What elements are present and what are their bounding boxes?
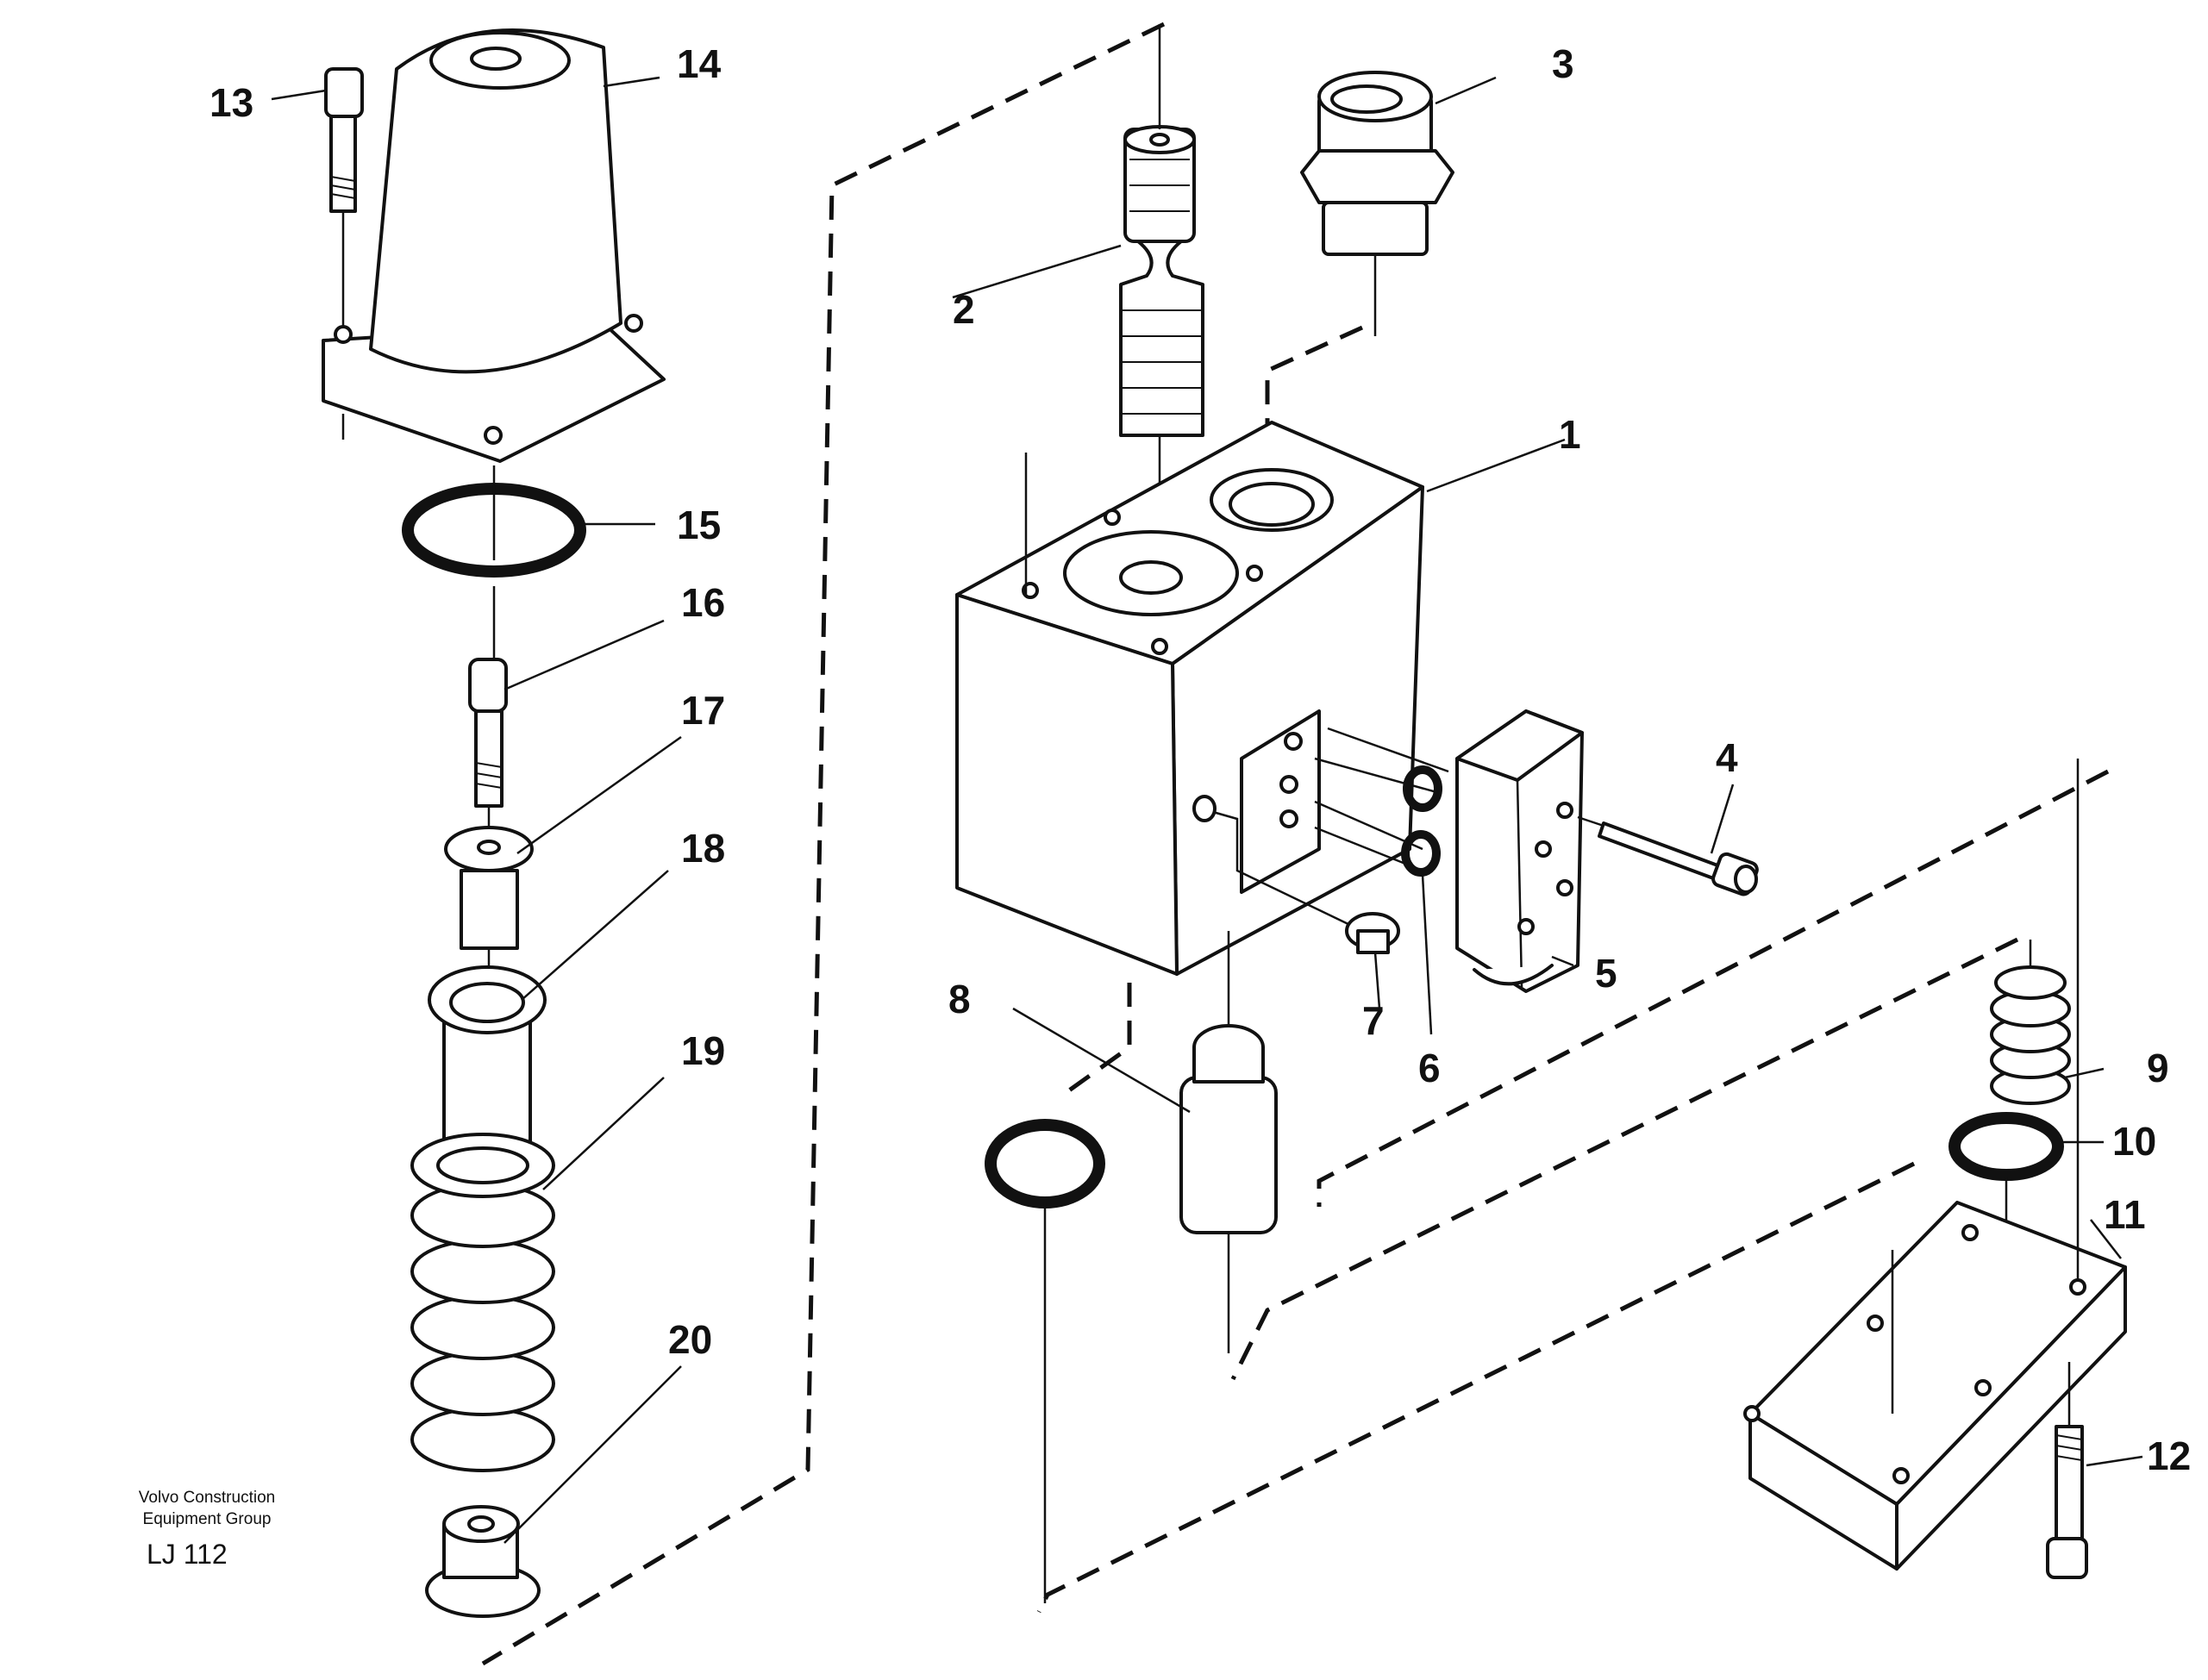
callout-9: 9 xyxy=(2147,1046,2169,1090)
callout-13: 13 xyxy=(210,80,253,125)
spring-19 xyxy=(410,1133,555,1472)
company-caption: Volvo Construction Equipment Group xyxy=(103,1487,310,1530)
o-ring-8 xyxy=(985,1119,1105,1603)
callout-12: 12 xyxy=(2147,1433,2191,1478)
cover-assembly-column xyxy=(322,28,666,1618)
callout-16: 16 xyxy=(681,580,725,625)
company-caption-line2: Equipment Group xyxy=(142,1510,272,1528)
callout-20: 20 xyxy=(668,1317,712,1362)
callout-numbers: 1 2 3 4 5 6 7 8 9 10 11 12 13 14 15 16 1… xyxy=(210,41,2191,1478)
callout-17: 17 xyxy=(681,688,725,733)
piston-8 xyxy=(1179,931,1278,1353)
cover-plate-assembly xyxy=(1743,759,2127,1579)
callout-18: 18 xyxy=(681,826,725,871)
fitting-3 xyxy=(1300,71,1454,336)
spring-seat-17 xyxy=(444,826,534,970)
callout-19: 19 xyxy=(681,1028,725,1073)
cover-plate-11 xyxy=(1743,759,2127,1571)
company-caption-line1: Volvo Construction xyxy=(138,1489,276,1507)
valve-block-assembly xyxy=(955,24,1759,1603)
spring-9 xyxy=(1990,940,2071,1105)
callout-14: 14 xyxy=(677,41,722,86)
callout-15: 15 xyxy=(677,503,721,547)
sleeve-18 xyxy=(428,965,547,1168)
plug-7 xyxy=(1192,795,1400,954)
cap-screw-13 xyxy=(324,67,364,332)
valve-block-1 xyxy=(955,421,1424,976)
screw-16 xyxy=(468,658,508,828)
o-rings-6 xyxy=(1401,765,1442,877)
dashed-assembly-outlines xyxy=(481,22,2110,1666)
callout-3: 3 xyxy=(1552,41,1574,86)
drawing-code: LJ 112 xyxy=(147,1539,228,1570)
cap-screw-12 xyxy=(2046,1362,2088,1579)
callout-10: 10 xyxy=(2112,1119,2156,1164)
leader-lines xyxy=(271,76,2143,1544)
port-face xyxy=(1206,709,1449,928)
callout-2: 2 xyxy=(953,287,975,332)
callout-8: 8 xyxy=(948,977,971,1021)
cover-14 xyxy=(322,28,666,463)
valve-body-5 xyxy=(1455,709,1584,993)
valve-insert-2 xyxy=(1119,24,1204,573)
callout-4: 4 xyxy=(1716,735,1738,780)
o-ring-15 xyxy=(402,465,586,664)
callout-1: 1 xyxy=(1559,412,1581,457)
bolt-4 xyxy=(1577,815,1759,896)
spring-seat-20 xyxy=(425,1505,541,1618)
callout-11: 11 xyxy=(2104,1192,2146,1237)
callout-6: 6 xyxy=(1418,1046,1441,1090)
callout-5: 5 xyxy=(1595,951,1617,996)
callout-7: 7 xyxy=(1362,998,1385,1043)
